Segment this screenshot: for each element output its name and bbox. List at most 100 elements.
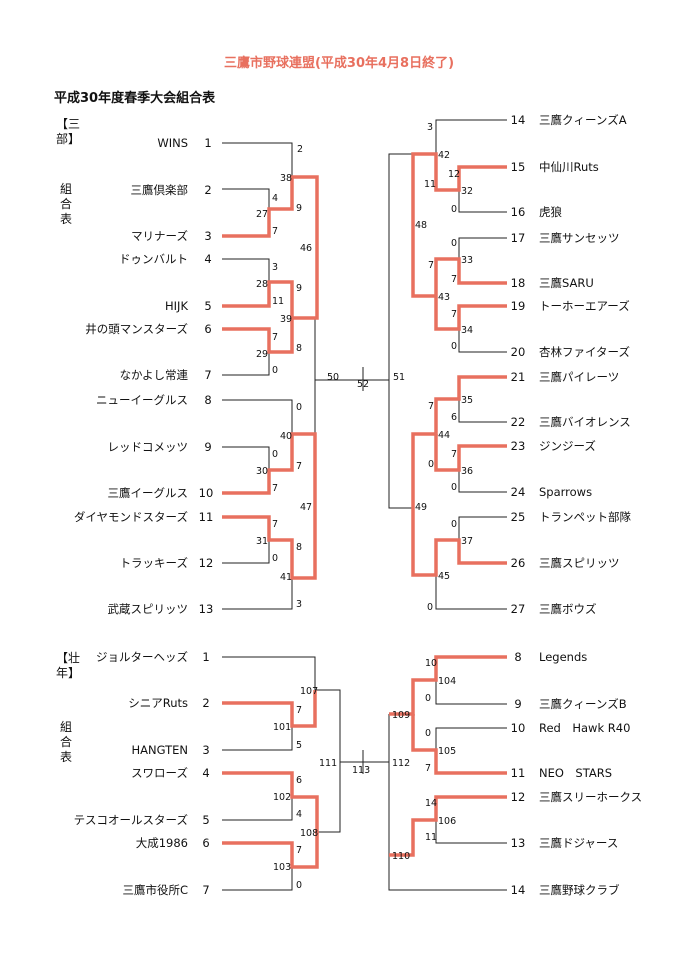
section-label-sonen: 組合表 — [59, 720, 72, 764]
match-number: 47 — [300, 502, 312, 513]
team-number: 3 — [202, 743, 209, 757]
score: 10 — [425, 658, 437, 669]
match-number: 45 — [438, 571, 450, 582]
score: 9 — [296, 203, 302, 214]
score: 7 — [272, 332, 278, 343]
score: 0 — [425, 693, 431, 704]
team-name: テスコオールスターズ — [74, 813, 188, 827]
team-number: 16 — [511, 205, 526, 219]
team-number: 24 — [511, 485, 526, 499]
team-number: 15 — [511, 160, 526, 174]
match-number: 43 — [438, 292, 450, 303]
score: 0 — [451, 204, 457, 215]
team-number: 7 — [204, 368, 211, 382]
team-number: 14 — [511, 883, 526, 897]
score: 0 — [451, 341, 457, 352]
team-number: 1 — [204, 136, 211, 150]
match-number: 35 — [461, 395, 473, 406]
team-name: 三鷹バイオレンス — [539, 415, 631, 429]
match-number: 39 — [280, 314, 292, 325]
team-name: 三鷹サンセッツ — [539, 231, 620, 245]
team-number: 18 — [511, 276, 526, 290]
team-name: WINS — [157, 136, 188, 150]
team-name: トラッキーズ — [120, 556, 188, 570]
score: 7 — [296, 461, 302, 472]
team-number: 21 — [511, 370, 526, 384]
team-number: 6 — [202, 836, 209, 850]
team-name: 虎狼 — [539, 205, 562, 219]
score: 4 — [272, 193, 278, 204]
score: 7 — [296, 705, 302, 716]
team-name: 三鷹市役所C — [122, 883, 188, 897]
team-name: 三鷹クィーンズB — [539, 697, 627, 711]
match-number: 111 — [319, 758, 337, 769]
match-number: 38 — [280, 173, 292, 184]
team-number: 25 — [511, 510, 526, 524]
score: 6 — [451, 412, 457, 423]
team-number: 19 — [511, 299, 526, 313]
score: 7 — [451, 449, 457, 460]
team-name: Sparrows — [539, 485, 592, 499]
team-name: 武蔵スピリッツ — [108, 602, 189, 616]
team-name: なかよし常連 — [120, 368, 189, 382]
score-labels: 2 4 9 7 3 11 9 7 8 0 0 0 7 7 7 8 0 3 3 0… — [256, 122, 473, 891]
score: 14 — [425, 798, 437, 809]
team-name: シニアRuts — [128, 696, 188, 710]
team-number: 10 — [199, 486, 214, 500]
match-number: 42 — [438, 150, 450, 161]
score: 3 — [427, 122, 433, 133]
match-number: 27 — [256, 209, 268, 220]
team-name: HIJK — [165, 299, 188, 313]
team-name: 三鷹パイレーツ — [539, 370, 619, 384]
team-number: 3 — [204, 229, 211, 243]
team-name: レッドコメッツ — [108, 440, 189, 454]
team-name: ジンジーズ — [539, 439, 596, 453]
team-name: HANGTEN — [131, 743, 188, 757]
match-number: 51 — [393, 372, 405, 383]
team-number: 7 — [202, 883, 209, 897]
team-number: 9 — [204, 440, 211, 454]
team-number: 12 — [511, 790, 526, 804]
section-label-sanbu: 組合表 — [59, 182, 72, 226]
score: 7 — [428, 401, 434, 412]
score: 12 — [448, 169, 460, 180]
match-number: 105 — [438, 746, 456, 757]
team-name: 中仙川Ruts — [539, 160, 599, 174]
team-number: 14 — [511, 113, 526, 127]
bracket-lines-sonen-left — [222, 656, 363, 891]
match-number: 103 — [273, 862, 291, 873]
match-number: 30 — [256, 466, 268, 477]
page-subtitle: 平成30年度春季大会組合表 — [54, 91, 216, 106]
match-number: 104 — [438, 676, 456, 687]
match-number: 108 — [300, 828, 318, 839]
match-number: 34 — [461, 325, 473, 336]
team-number: 27 — [511, 602, 526, 616]
team-number: 22 — [511, 415, 526, 429]
score: 7 — [451, 274, 457, 285]
team-number: 9 — [514, 697, 521, 711]
team-name: トランペット部隊 — [539, 510, 631, 524]
team-name: 三鷹ドジャース — [539, 836, 618, 850]
score: 0 — [272, 553, 278, 564]
team-number: 17 — [511, 231, 526, 245]
score: 4 — [296, 809, 302, 820]
team-name: 三鷹スリーホークス — [539, 790, 642, 804]
team-number: 2 — [204, 183, 211, 197]
score: 0 — [272, 365, 278, 376]
team-number: 11 — [511, 766, 526, 780]
team-name: マリナーズ — [131, 229, 188, 243]
score: 0 — [451, 519, 457, 530]
team-name: 大成1986 — [136, 836, 188, 850]
score: 3 — [296, 599, 302, 610]
page-title: 三鷹市野球連盟(平成30年4月8日終了) — [223, 56, 455, 71]
winner-lines-sonen-right — [389, 655, 507, 857]
match-number: 41 — [280, 572, 292, 583]
team-number: 20 — [511, 345, 526, 359]
team-name: Legends — [539, 650, 587, 664]
match-number: 101 — [273, 722, 291, 733]
winner-lines-sonen-left — [222, 690, 319, 869]
bracket-lines-sanbu-right — [362, 119, 507, 610]
team-number: 13 — [199, 602, 214, 616]
team-name: ダイヤモンドスターズ — [74, 510, 188, 524]
team-number: 10 — [511, 721, 526, 735]
